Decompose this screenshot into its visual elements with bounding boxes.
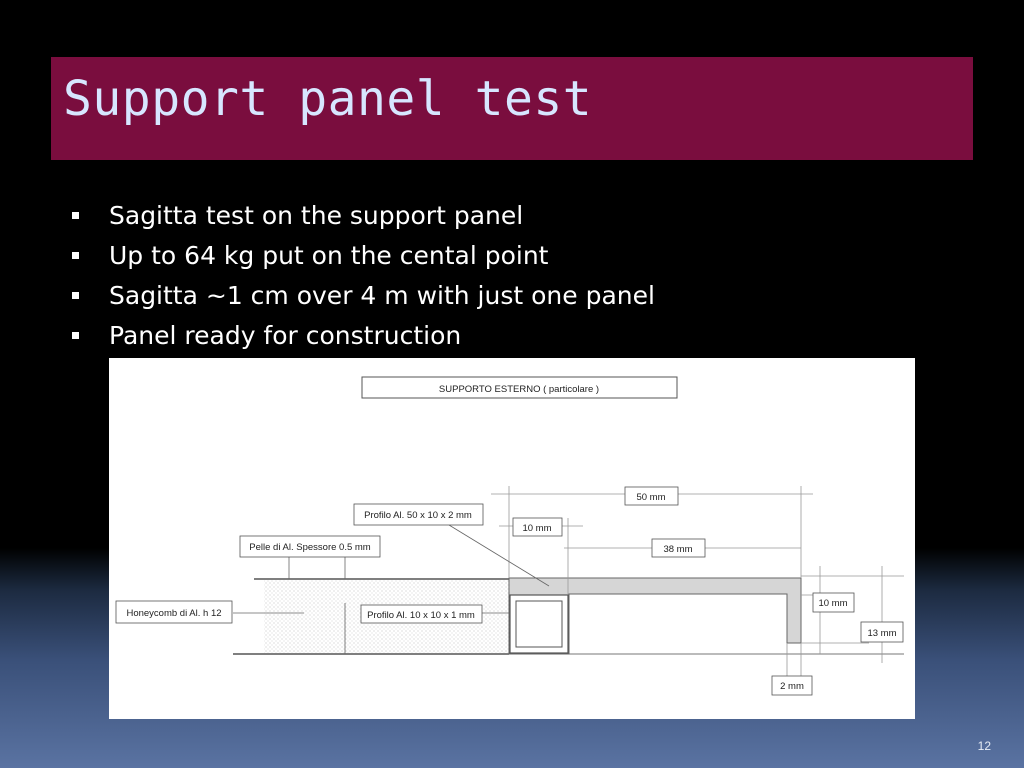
label-honeycomb: Honeycomb di Al. h 12 <box>126 608 221 619</box>
bullet-text: Sagitta test on the support panel <box>109 201 524 230</box>
dim-13mm: 13 mm <box>867 628 896 639</box>
drawing-svg: SUPPORTO ESTERNO ( particolare ) <box>115 376 904 696</box>
bullet-list: Sagitta test on the support panel Up to … <box>72 198 655 358</box>
bullet-item: Sagitta ~1 cm over 4 m with just one pan… <box>72 278 655 318</box>
label-pelle: Pelle di Al. Spessore 0.5 mm <box>249 542 371 553</box>
bullet-marker-icon <box>72 252 79 259</box>
bullet-text: Up to 64 kg put on the cental point <box>109 241 549 270</box>
dim-50mm: 50 mm <box>636 492 665 503</box>
title-bar: Support panel test <box>51 57 973 160</box>
technical-drawing: SUPPORTO ESTERNO ( particolare ) <box>109 358 915 719</box>
bullet-item: Panel ready for construction <box>72 318 655 358</box>
bullet-item: Sagitta test on the support panel <box>72 198 655 238</box>
bullet-text: Sagitta ~1 cm over 4 m with just one pan… <box>109 281 655 310</box>
dim-10mm-right: 10 mm <box>818 598 847 609</box>
label-profilo-50: Profilo Al. 50 x 10 x 2 mm <box>364 510 472 521</box>
bullet-item: Up to 64 kg put on the cental point <box>72 238 655 278</box>
drawing-header-box <box>361 376 678 399</box>
bullet-text: Panel ready for construction <box>109 321 462 350</box>
bullet-marker-icon <box>72 212 79 219</box>
bullet-marker-icon <box>72 292 79 299</box>
dim-38mm: 38 mm <box>663 544 692 555</box>
bullet-marker-icon <box>72 332 79 339</box>
profile-10-inner <box>515 600 563 648</box>
dim-2mm: 2 mm <box>780 681 804 692</box>
label-profilo-10: Profilo Al. 10 x 10 x 1 mm <box>367 610 475 621</box>
dim-10mm-top: 10 mm <box>522 523 551 534</box>
page-number: 12 <box>977 739 991 753</box>
slide-title: Support panel test <box>63 71 593 127</box>
drawing-header: SUPPORTO ESTERNO ( particolare ) <box>439 384 599 395</box>
